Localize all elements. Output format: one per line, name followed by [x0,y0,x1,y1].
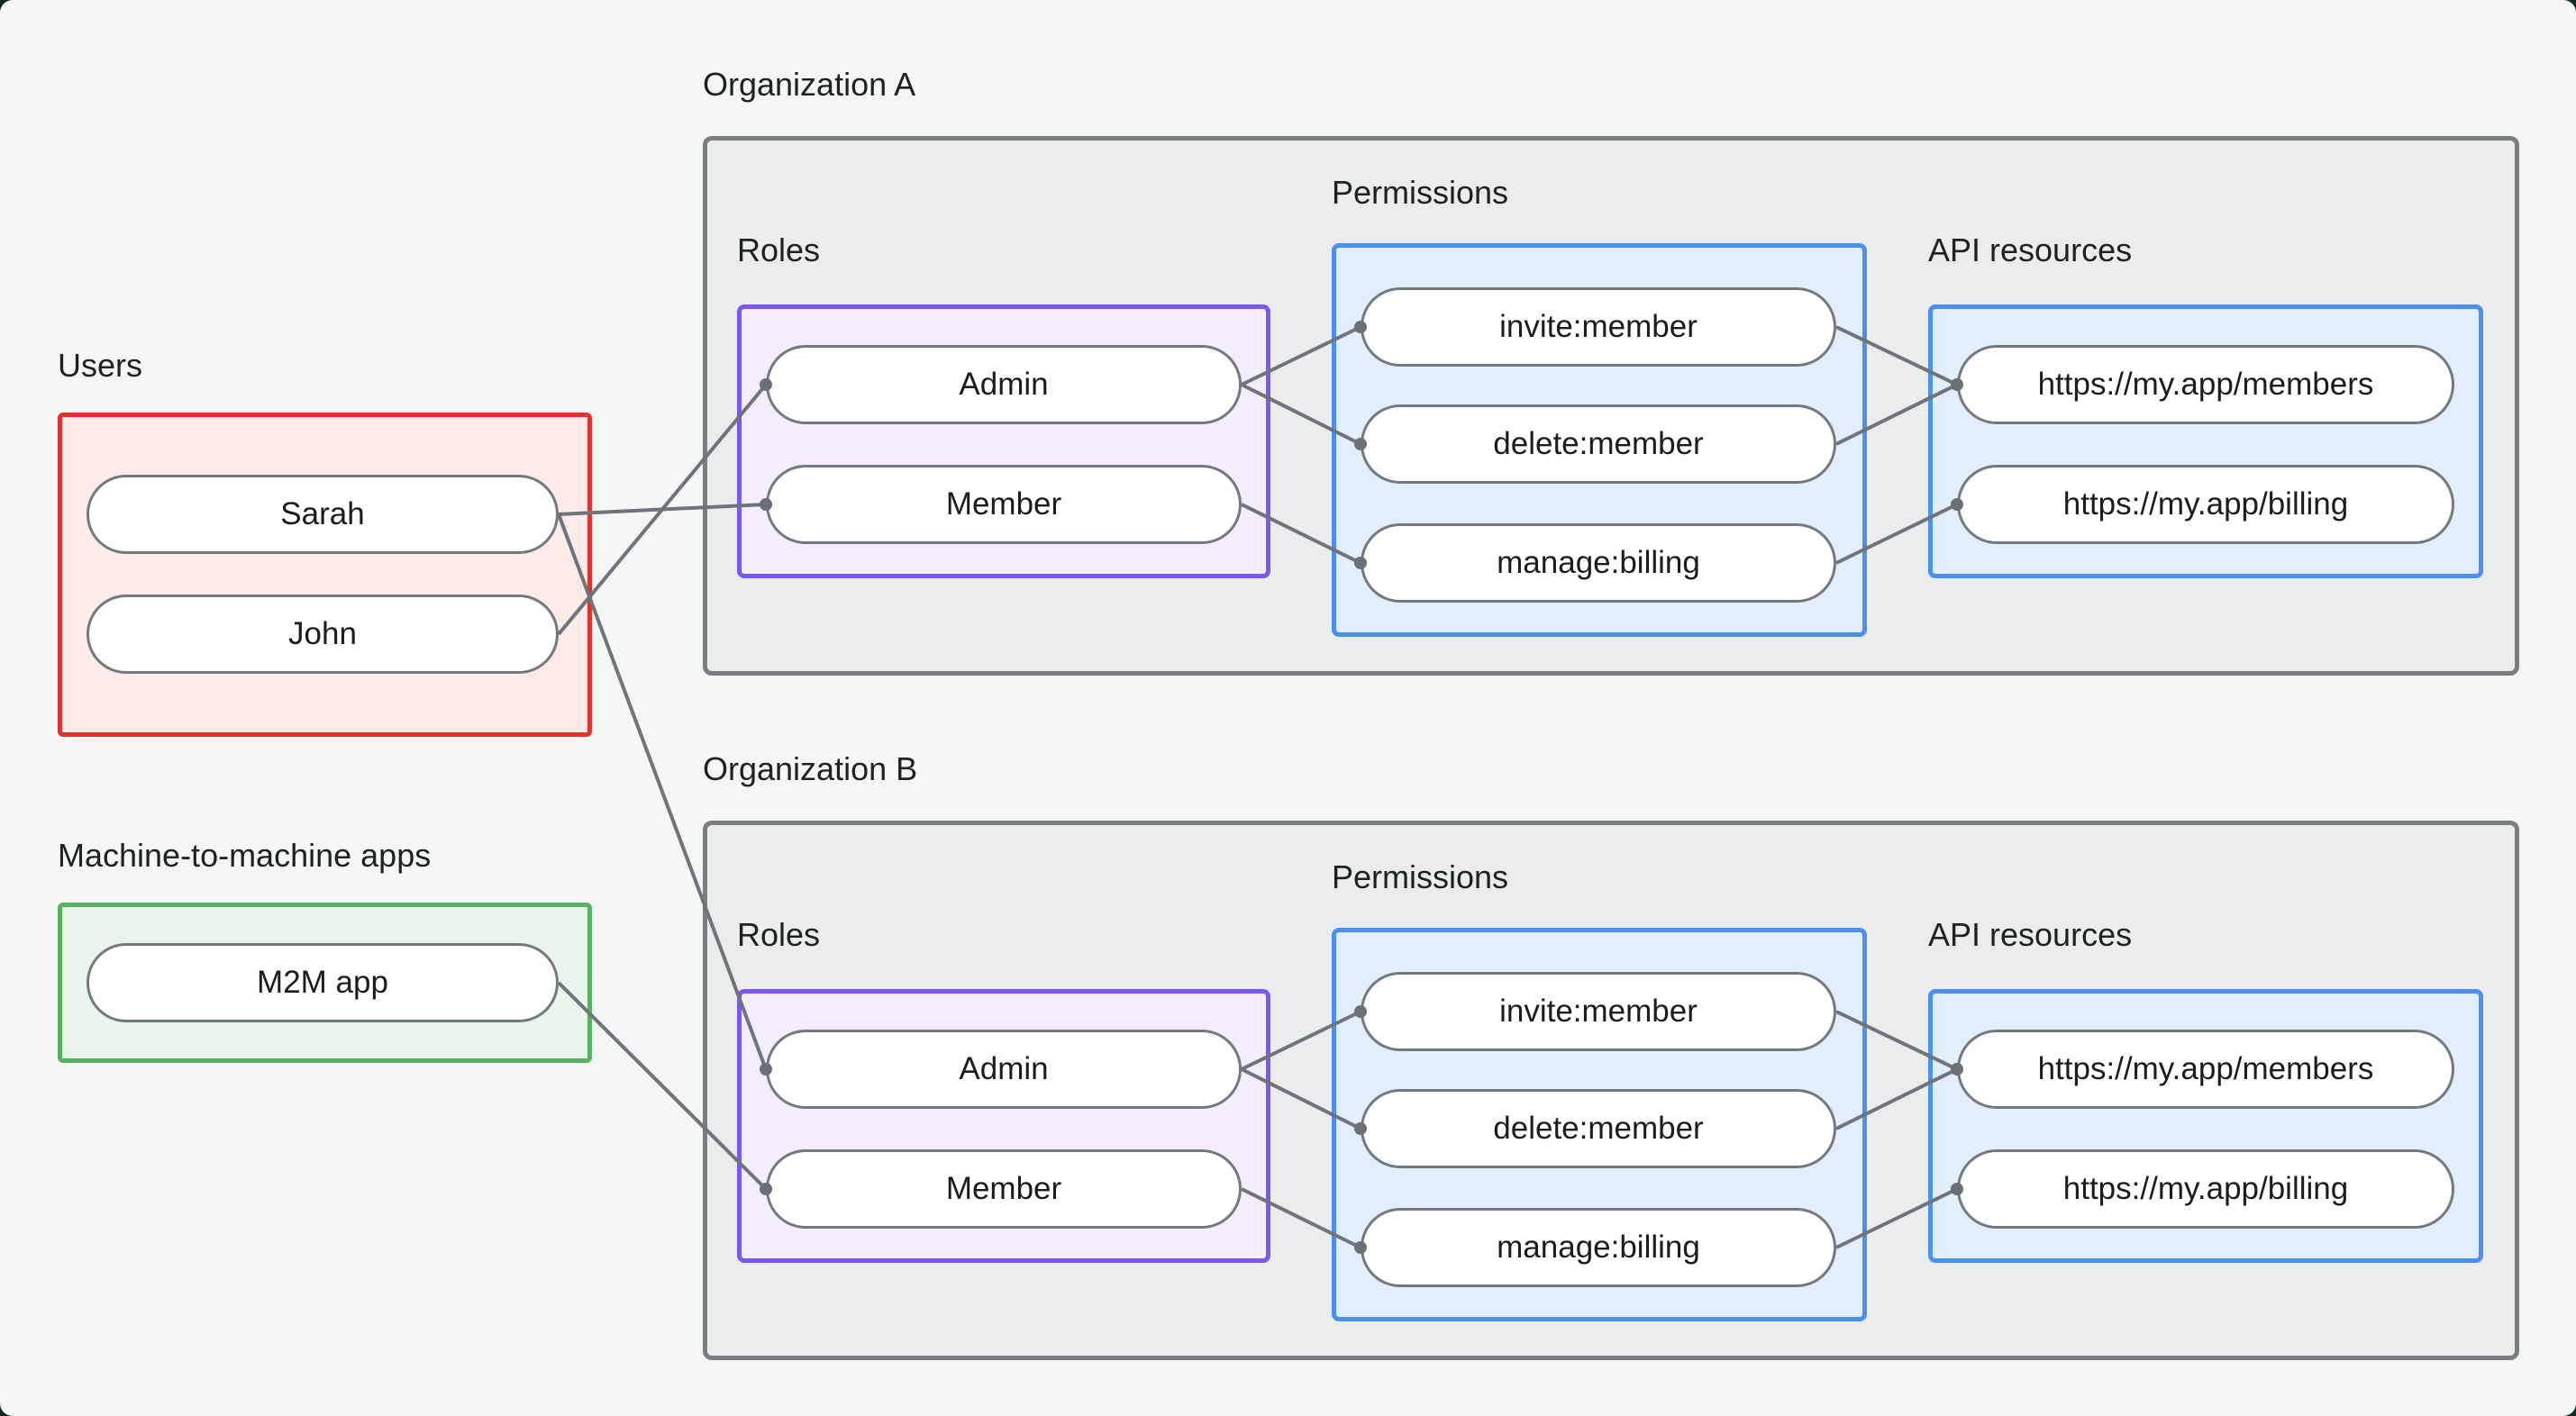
org-b-node-delete-member: delete:member [1361,1089,1836,1168]
org-a-roles-label: Roles [737,231,821,268]
node-sarah: Sarah [86,475,559,554]
org-a-node-manage-billing: manage:billing [1361,523,1836,603]
node-m2m-app: M2M app [86,943,559,1022]
org-a-permissions-label: Permissions [1332,174,1509,211]
org-a-api-resources-label: API resources [1928,231,2133,268]
org-b-node-manage-billing: manage:billing [1361,1208,1836,1287]
org-a-node-billing-api: https://my.app/billing [1957,465,2454,544]
org-b-node-billing-api: https://my.app/billing [1957,1149,2454,1229]
org-a-node-invite-member: invite:member [1361,287,1836,367]
org-b-title: Organization B [703,750,918,787]
users-group-label: Users [58,347,143,384]
users-group-box [58,413,592,737]
org-b-node-members-api: https://my.app/members [1957,1030,2454,1109]
org-a-node-admin: Admin [766,345,1242,424]
org-b-api-resources-label: API resources [1928,916,2133,953]
org-b-node-admin: Admin [766,1030,1242,1109]
org-a-node-members-api: https://my.app/members [1957,345,2454,424]
org-b-node-member: Member [766,1149,1242,1229]
org-a-node-delete-member: delete:member [1361,404,1836,484]
org-a-node-member: Member [766,465,1242,544]
node-john: John [86,595,559,674]
org-b-node-invite-member: invite:member [1361,972,1836,1051]
org-b-permissions-label: Permissions [1332,858,1509,895]
org-b-roles-label: Roles [737,916,821,953]
org-a-title: Organization A [703,66,916,103]
m2m-group-label: Machine-to-machine apps [58,837,432,874]
